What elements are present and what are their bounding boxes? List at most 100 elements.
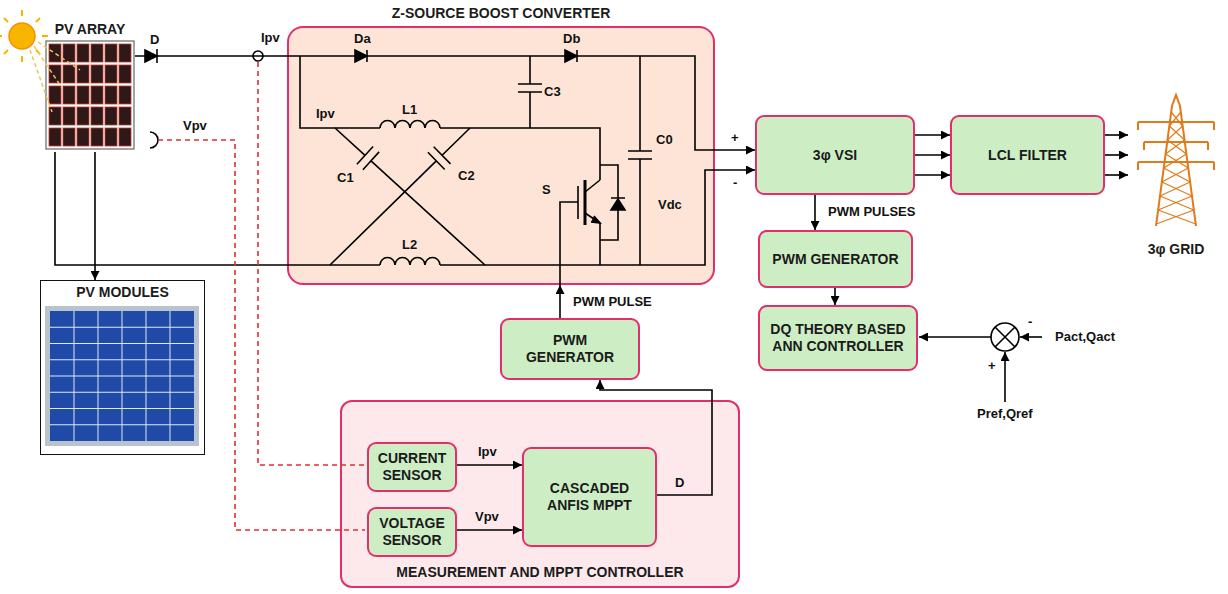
signal-connector: [600, 380, 712, 495]
pv-array-icon: [45, 40, 135, 152]
signal-connector: [560, 285, 561, 318]
signal-label: C2: [458, 169, 475, 183]
pv-array-icon: [119, 86, 131, 104]
pv-array-icon: [105, 44, 117, 62]
inductor-symbol: [380, 121, 440, 128]
node-label: CASCADED ANFIS MPPT: [531, 480, 648, 514]
sensor-box: VOLTAGE SENSOR: [367, 507, 457, 557]
signal-connector: [600, 380, 712, 495]
sun-icon: [0, 10, 80, 112]
tower-icon: [1164, 154, 1189, 168]
signal-connector: [457, 465, 522, 466]
igbt-symbol: [560, 180, 600, 285]
signal-label: C3: [544, 85, 561, 99]
pv-array: PV ARRAY: [45, 20, 135, 152]
pv-array-icon: [119, 44, 131, 62]
edge-label: PWM PULSE: [573, 295, 652, 309]
pv-module-photo: PV MODULES: [40, 280, 205, 455]
summing-junction: [919, 336, 991, 338]
node-label: MEASUREMENT AND MPPT CONTROLLER: [396, 564, 683, 581]
pv-module-image: [50, 392, 194, 393]
pv-array-icon: [91, 65, 103, 83]
tower-icon: [1167, 126, 1184, 140]
circuit-wire: [300, 56, 600, 180]
node-label: PV MODULES: [41, 281, 204, 301]
mppt-box: CASCADED ANFIS MPPT: [522, 447, 657, 547]
signal-connector: [815, 195, 816, 230]
circuit-wire: [287, 170, 715, 265]
pv-module-image: [50, 343, 194, 344]
pv-array-icon: [91, 86, 103, 104]
pv-array-icon: [91, 128, 103, 146]
signal-label: Ipv: [316, 107, 335, 121]
diode-symbol: [565, 50, 577, 62]
signal-label: Ipv: [261, 31, 280, 45]
signal-connector: [457, 530, 522, 531]
signal-label: Pref,Qref: [977, 407, 1033, 421]
tower-icon: [1169, 112, 1182, 126]
node-label: LCL FILTER: [988, 147, 1067, 164]
node-label: VOLTAGE SENSOR: [376, 515, 448, 549]
pv-array-icon: [63, 86, 75, 104]
pv-array-icon: [105, 65, 117, 83]
pv-array-icon: [63, 65, 75, 83]
pv-array-icon: [49, 44, 61, 62]
signal-connector: [457, 464, 522, 466]
pv-array-icon: [49, 86, 61, 104]
signal-label: D: [150, 33, 159, 47]
signal-label: Db: [563, 32, 580, 46]
signal-connector: [94, 152, 96, 280]
summing-junction: [919, 323, 1042, 402]
pv-array-icon: [77, 44, 89, 62]
signal-label: +: [731, 131, 739, 145]
pv-array-icon: [77, 86, 89, 104]
signal-label: L1: [402, 103, 417, 117]
node-label: PWM GENERATOR: [772, 251, 898, 268]
summing-junction: [1020, 336, 1042, 338]
signal-connector: [835, 288, 836, 305]
capacitor-symbol: [518, 56, 542, 128]
signal-label: S: [542, 183, 551, 197]
igbt-symbol: [591, 216, 600, 223]
pwm-generator-box: PWM GENERATOR: [500, 318, 640, 380]
signal-label: C1: [337, 171, 354, 185]
sensor-box: CURRENT SENSOR: [367, 442, 457, 492]
signal-label: Vpv: [183, 119, 207, 133]
tower-icon: [1156, 95, 1196, 226]
signal-connector: [457, 529, 522, 531]
signal-connector: [915, 174, 950, 176]
pv-module-image: [50, 327, 194, 328]
signal-label: Pact,Qact: [1055, 330, 1115, 344]
node-label: DQ THEORY BASED ANN CONTROLLER: [767, 321, 909, 355]
pv-array-icon: [77, 128, 89, 146]
pwm-generator-box: PWM GENERATOR: [758, 230, 913, 288]
igbt-symbol: [584, 180, 587, 225]
edge-label: Vpv: [475, 510, 499, 524]
voltage-probe: [150, 132, 158, 148]
signal-connector: [814, 195, 816, 230]
signal-label: Vdc: [658, 198, 682, 212]
node-label: 3φ GRID: [1148, 241, 1205, 258]
grid-tower: 3φ GRID: [1128, 92, 1224, 262]
diode-symbol: [366, 50, 368, 62]
tower-icon: [1166, 140, 1187, 154]
diode-symbol: [600, 165, 625, 240]
tower-icon: [1158, 196, 1194, 210]
pv-array-icon: [46, 41, 134, 149]
summing-junction: [995, 327, 1015, 347]
pv-array-icon: [63, 107, 75, 125]
tower-icon: [1138, 122, 1214, 170]
pv-array-icon: [119, 107, 131, 125]
pv-array-icon: [49, 128, 61, 146]
pv-array-icon: [91, 44, 103, 62]
pv-module-image: [50, 424, 194, 425]
capacitor-symbol: [330, 128, 470, 265]
controller-panel: CURRENT SENSOR VOLTAGE SENSOR CASCADED ANF…: [340, 400, 740, 588]
tower-icon: [1162, 168, 1190, 182]
circuit-wire: [287, 56, 715, 150]
pv-array-icon: [91, 107, 103, 125]
signal-connector: [715, 169, 755, 171]
capacitor-symbol: [335, 128, 485, 265]
node-label: 3φ VSI: [813, 147, 857, 164]
